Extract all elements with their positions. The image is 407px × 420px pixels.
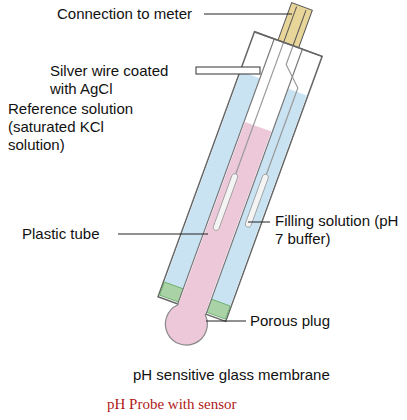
part-label: Reference solution (saturated KCl soluti… bbox=[8, 100, 158, 154]
leader-lines bbox=[118, 14, 292, 321]
part-label: Plastic tube bbox=[22, 225, 117, 243]
probe-body bbox=[145, 0, 335, 356]
part-label: pH sensitive glass membrane bbox=[133, 366, 393, 384]
part-label: Filling solution (pH 7 buffer) bbox=[275, 212, 400, 248]
figure-caption: pH Probe with sensor bbox=[107, 396, 237, 413]
part-label: Silver wire coated with AgCl bbox=[50, 62, 190, 98]
part-label: Connection to meter bbox=[57, 5, 207, 23]
part-label: Porous plug bbox=[250, 312, 370, 330]
